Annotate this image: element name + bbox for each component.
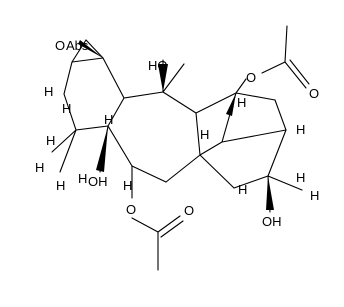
atom-h: H xyxy=(310,188,319,203)
atom-oh-ring: OH xyxy=(88,174,108,189)
atom-h: H xyxy=(296,122,305,137)
atom-h: H xyxy=(104,112,113,127)
atom-oh-right: OH xyxy=(262,214,282,229)
atom-h: H xyxy=(35,160,44,175)
atom-h: H xyxy=(56,178,65,193)
abs-stereo-flag: Abs xyxy=(66,38,89,53)
atom-h: H xyxy=(237,95,246,110)
atom-o-acetate-right: O xyxy=(246,70,256,85)
atom-h: H xyxy=(238,182,247,197)
atom-h: H xyxy=(46,133,55,148)
atom-oh-top: HO xyxy=(148,58,168,73)
stereo-wedges xyxy=(78,40,274,210)
atom-h: H xyxy=(62,101,71,116)
atom-h: H xyxy=(200,127,209,142)
atom-o-epoxide: O xyxy=(55,38,65,53)
atom-h: H xyxy=(123,178,132,193)
atom-labels: O Abs HO O O OH O O OH H H H H H H H H H… xyxy=(35,38,319,229)
atom-h: H xyxy=(296,170,305,185)
atom-o-carbonyl-right: O xyxy=(309,86,319,101)
atom-o-acetate-lower: O xyxy=(126,202,136,217)
bond-skeleton xyxy=(51,25,310,271)
atom-h: H xyxy=(78,171,87,186)
atom-o-carbonyl-lower: O xyxy=(184,203,194,218)
atom-h: H xyxy=(44,84,53,99)
